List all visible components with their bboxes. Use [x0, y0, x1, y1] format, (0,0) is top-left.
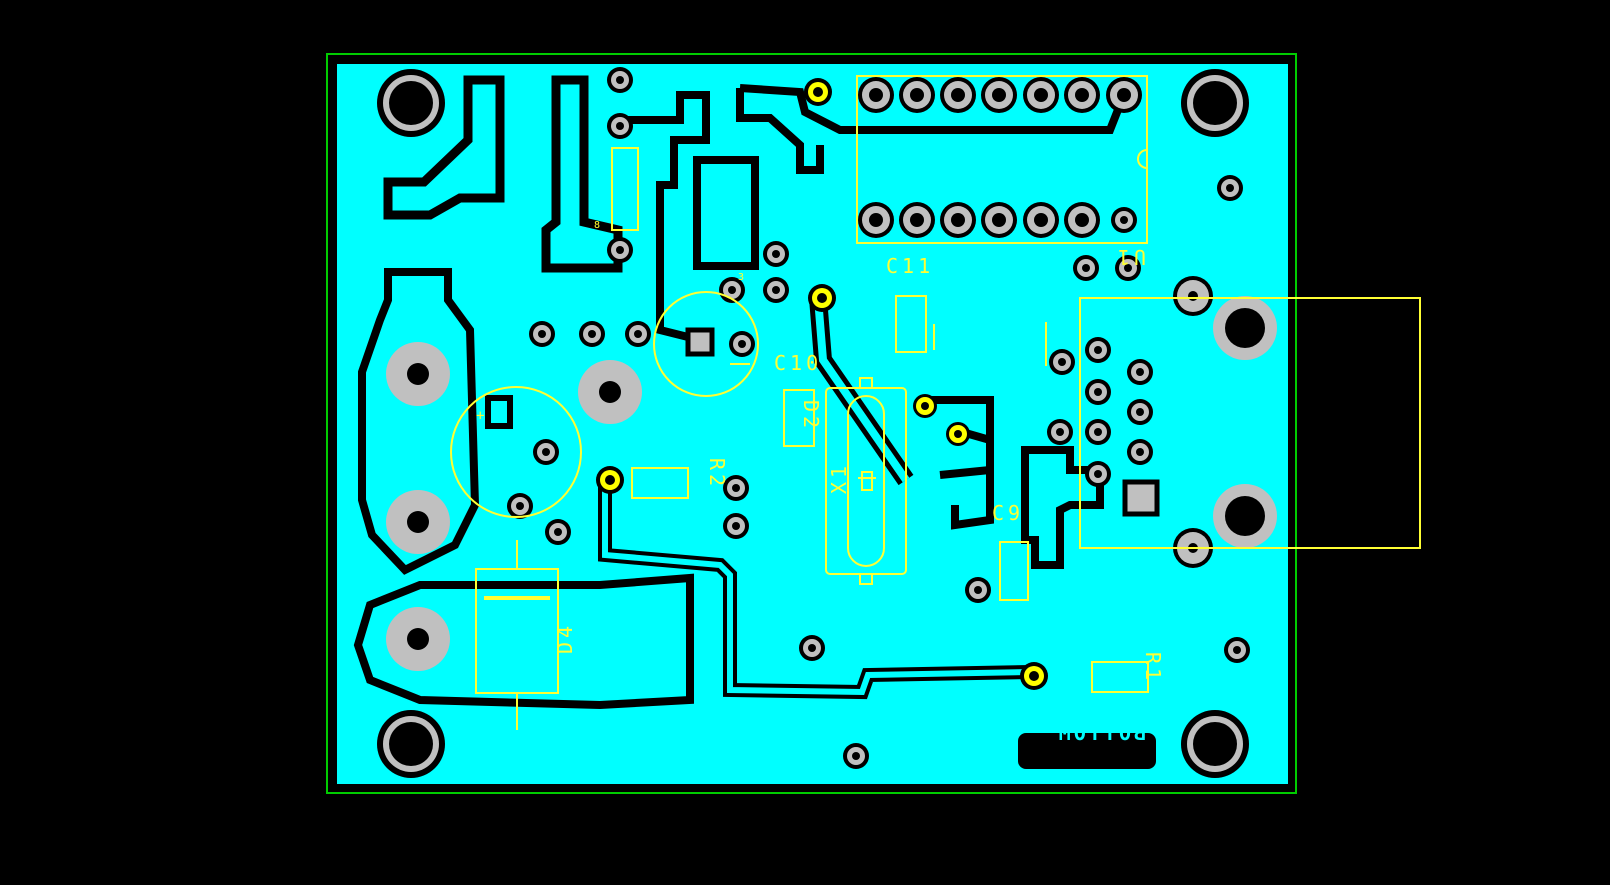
ic-pin-top-5-hole	[1034, 88, 1048, 102]
label-d4: D4	[553, 622, 577, 654]
ic-pin-top-2-hole	[910, 88, 924, 102]
ic-pin-bottom-1-hole	[869, 213, 883, 227]
label-plus: +	[476, 408, 488, 424]
pad-2-hole	[616, 246, 624, 254]
pad-18-hole	[1058, 358, 1066, 366]
ic-pin-bottom-2-hole	[910, 213, 924, 227]
pad-19-hole	[1056, 428, 1064, 436]
pad-21-hole	[808, 644, 816, 652]
isolation-gaps	[353, 75, 1160, 769]
ic-pin-bottom-3-hole	[951, 213, 965, 227]
resistor-outline	[611, 147, 639, 231]
d2-outline	[783, 389, 815, 447]
pad-25-hole	[1136, 368, 1144, 376]
pad-23-hole	[852, 752, 860, 760]
label-r1: R1	[1141, 652, 1165, 684]
pad-1-hole	[616, 122, 624, 130]
pad-7-hole	[588, 330, 596, 338]
ic-pin-bottom-7-hole	[1120, 216, 1128, 224]
r2-outline	[631, 467, 689, 499]
pad-27-hole	[1136, 408, 1144, 416]
pad-15-hole	[1226, 184, 1234, 192]
label-c11: C11	[886, 254, 934, 278]
label-u1: U1	[1114, 245, 1146, 269]
ic-pin-top-1-hole	[869, 88, 883, 102]
pad-4-hole	[728, 286, 736, 294]
pad-13-hole	[732, 484, 740, 492]
label-c10: C10	[774, 351, 822, 375]
pad-3-hole	[772, 250, 780, 258]
ic-pin-bottom-6-hole	[1075, 213, 1089, 227]
pad-29-hole	[1136, 448, 1144, 456]
ic-u1-pads	[858, 77, 1142, 238]
pad-26-hole	[1094, 388, 1102, 396]
vias	[596, 78, 1048, 690]
ic-pin-top-7-hole	[1117, 88, 1131, 102]
electrolytic-cap-outline	[450, 386, 582, 518]
silkscreen	[450, 75, 1421, 730]
ic-pin-top-6-hole	[1075, 88, 1089, 102]
board-outline	[326, 53, 1297, 794]
pad-17-hole	[1124, 264, 1132, 272]
pad-16-hole	[1082, 264, 1090, 272]
pad-30-hole	[1094, 470, 1102, 478]
pad-24-hole	[1094, 346, 1102, 354]
pad-5-hole	[772, 286, 780, 294]
pad-14-hole	[732, 522, 740, 530]
pad-22-hole	[1233, 646, 1241, 654]
pad-31-hole	[1188, 291, 1198, 301]
pad-20-hole	[974, 586, 982, 594]
large-pads	[386, 296, 1277, 671]
pad-12-hole	[554, 528, 562, 536]
label-d2: D2	[799, 400, 823, 432]
ic-pin-bottom-5-hole	[1034, 213, 1048, 227]
label-x1: X1	[827, 462, 851, 494]
mounting-holes	[377, 69, 1249, 778]
labels: C11 C10 C9 U1 D2 R2 R1 D4 X1 + 8 3 BOTTO…	[476, 220, 1165, 745]
c9-outline	[999, 541, 1029, 601]
ic-pin-top-3-hole	[951, 88, 965, 102]
pad-28-hole	[1094, 428, 1102, 436]
c10-outline	[653, 291, 759, 397]
r1-outline	[1091, 661, 1149, 693]
pad-8-hole	[634, 330, 642, 338]
label-small-mark-1: 8	[594, 220, 604, 231]
ic-pin-bottom-4-hole	[992, 213, 1006, 227]
layer-label-bottom: BOTTOM	[1056, 721, 1146, 745]
pad-9-hole	[738, 340, 746, 348]
pad-6-hole	[538, 330, 546, 338]
cap-outline	[895, 295, 927, 353]
label-small-mark-2: 3	[738, 272, 748, 283]
ic-pin-top-4-hole	[992, 88, 1006, 102]
pad-10-hole	[542, 448, 550, 456]
connector-outline	[1079, 297, 1421, 549]
pad-0-hole	[616, 76, 624, 84]
label-r2: R2	[705, 458, 729, 490]
pad-11-hole	[516, 502, 524, 510]
label-c9: C9	[992, 501, 1024, 525]
